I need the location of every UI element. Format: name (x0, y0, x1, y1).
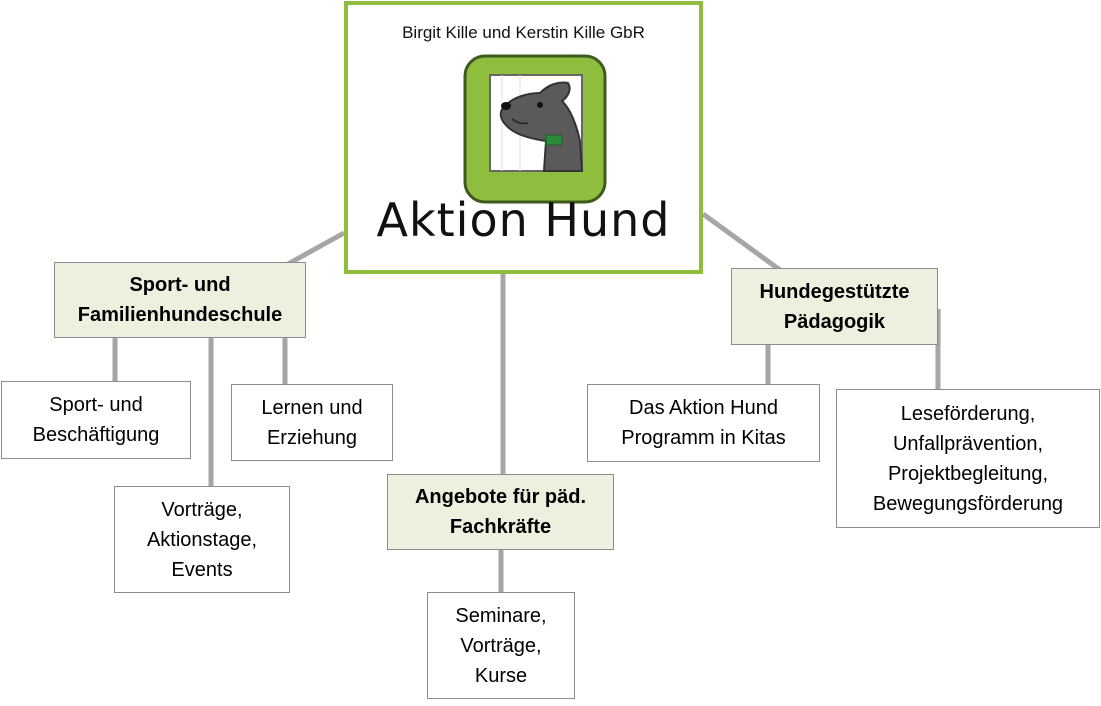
leaf-seminare-vortraege-kurse: Seminare, Vorträge, Kurse (427, 592, 575, 699)
leaf-lernen-erziehung: Lernen und Erziehung (231, 384, 393, 461)
category-hundegestuetzte-paedagogik: Hundegestützte Pädagogik (731, 268, 938, 345)
brand-title: Aktion Hund (376, 193, 671, 247)
dog-in-frame-logo-icon (463, 54, 607, 204)
category-angebote-paed-fachkraefte: Angebote für päd. Fachkräfte (387, 474, 614, 550)
leaf-lesefoerderung-bewegungsfoerderung: Leseförderung, Unfallprävention, Projekt… (836, 389, 1100, 528)
center-logo-box: Birgit Kille und Kerstin Kille GbR Aktio… (344, 1, 703, 274)
leaf-sport-beschaeftigung: Sport- und Beschäftigung (1, 381, 191, 459)
connector-center-to-sport (286, 230, 346, 267)
leaf-aktion-hund-programm-kitas: Das Aktion Hund Programm in Kitas (587, 384, 820, 462)
category-sport-familienhundeschule: Sport- und Familienhundeschule (54, 262, 306, 338)
connector-center-to-paedagogik (701, 211, 782, 273)
company-name: Birgit Kille und Kerstin Kille GbR (402, 23, 645, 42)
leaf-vortraege-aktionstage-events: Vorträge, Aktionstage, Events (114, 486, 290, 593)
